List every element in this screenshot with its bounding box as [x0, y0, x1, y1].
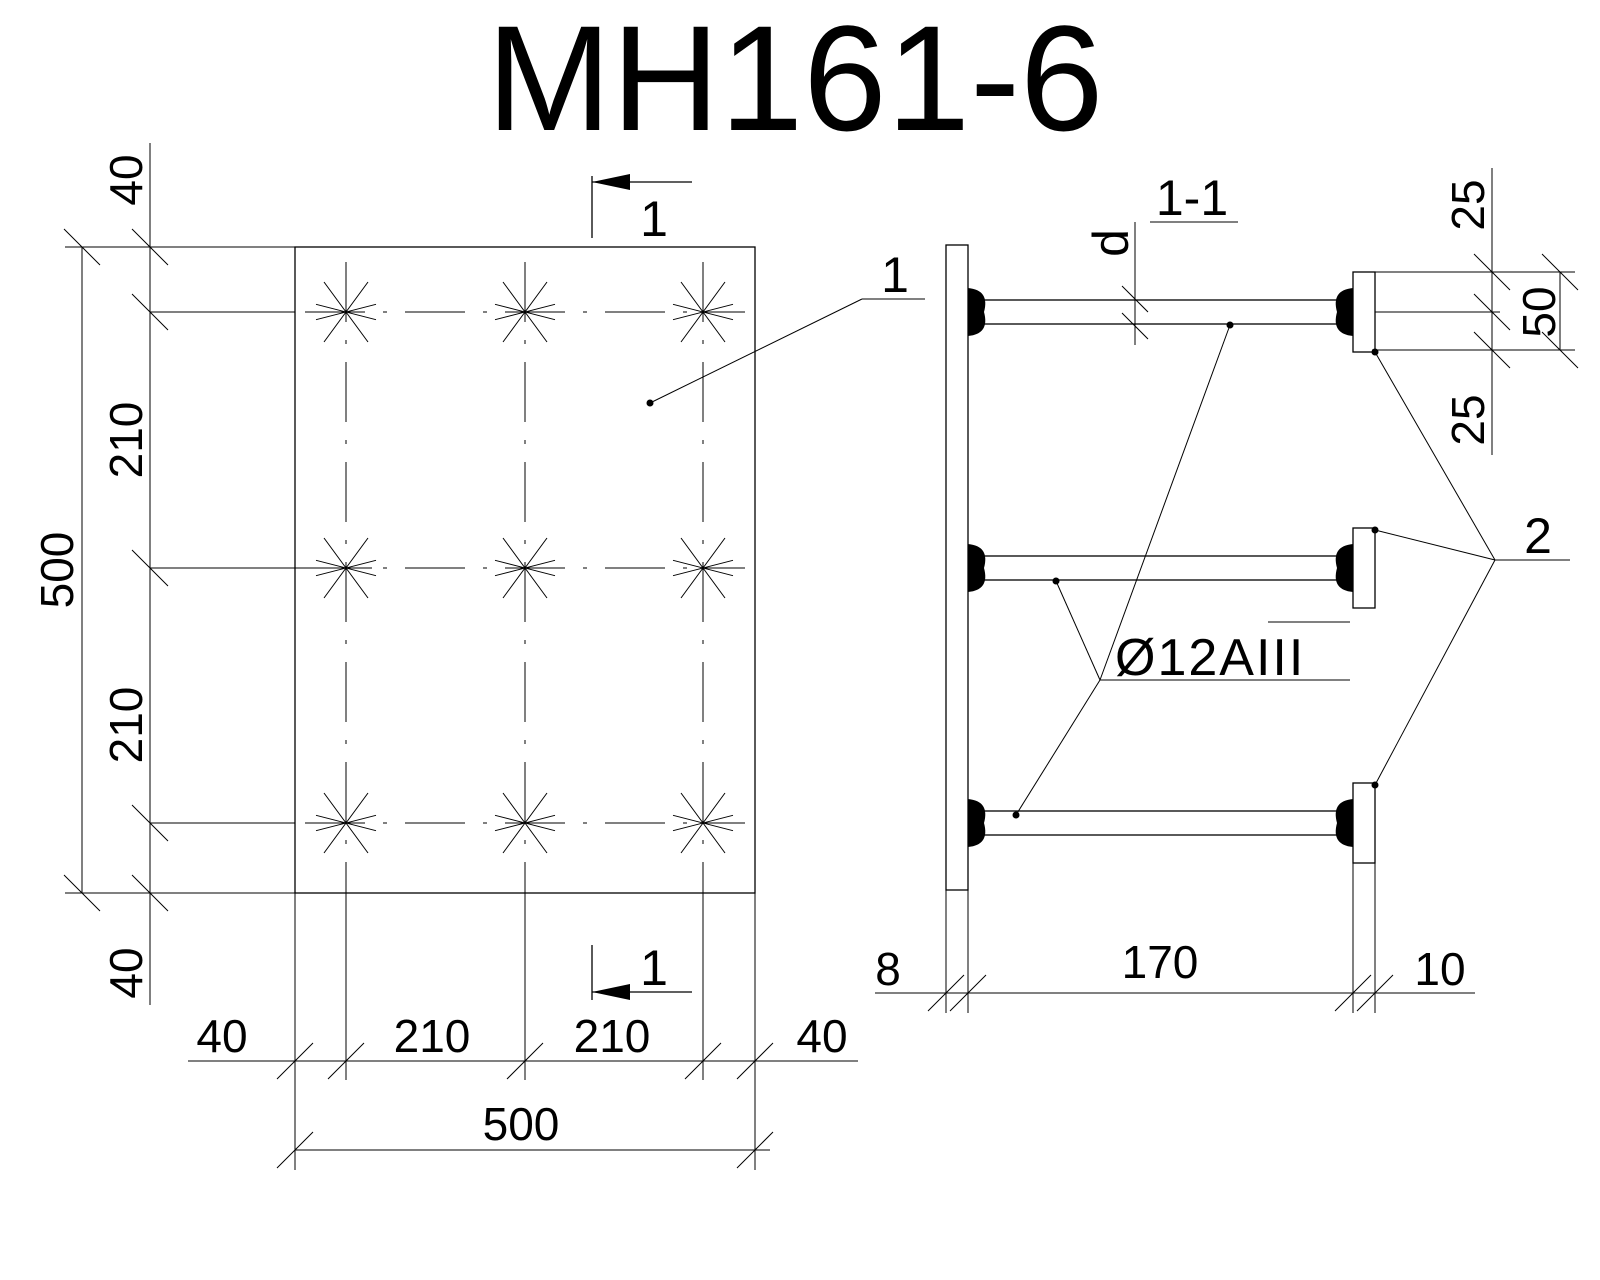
rebar-label: Ø12AIII	[1115, 629, 1305, 687]
anchor-mark-1-1	[315, 281, 377, 343]
cap-leader-3	[1374, 559, 1496, 786]
rebar-leader-3	[1015, 679, 1101, 816]
cap-leader-1	[1374, 351, 1496, 561]
section-arrow-top-icon	[592, 174, 630, 190]
dim-left-top: 40	[100, 154, 152, 205]
dim-left-lower: 210	[100, 687, 152, 764]
dim-right-middle: 50	[1513, 286, 1565, 337]
anchor-marks	[315, 281, 734, 854]
anchor-mark-1-3	[672, 281, 734, 343]
rebar-leader-1	[1099, 324, 1231, 681]
rebar-leader-2	[1055, 580, 1101, 681]
leader-1-label: 1	[881, 247, 909, 303]
dim-right-top: 25	[1442, 179, 1494, 230]
cap-leader-label: 2	[1524, 508, 1552, 564]
dim-bottom-mid-left: 210	[394, 1010, 471, 1062]
dim-cap-thickness: 10	[1414, 943, 1465, 995]
anchor-mark-2-2	[494, 537, 556, 599]
section-mark-bottom-label: 1	[640, 940, 668, 996]
anchor-rod-3	[968, 782, 1376, 864]
anchor-mark-3-3	[672, 792, 734, 854]
section-view: 1-1 d 25 50 25 8 170	[875, 168, 1579, 1013]
anchor-mark-3-1	[315, 792, 377, 854]
drawing-title: МН161-6	[487, 0, 1104, 162]
anchor-rods	[968, 271, 1376, 864]
cap-leader-2	[1374, 529, 1496, 561]
anchor-mark-1-2	[494, 281, 556, 343]
plan-view: 40 210 210 40 500 40 210 210 40 500 1	[31, 143, 925, 1170]
base-plate	[945, 244, 969, 891]
anchor-rod-1	[968, 271, 1376, 353]
section-arrow-bottom-icon	[592, 984, 630, 1000]
dim-left-bottom: 40	[100, 947, 152, 998]
dim-bottom-total: 500	[483, 1098, 560, 1150]
leader-1-line	[649, 298, 863, 404]
anchor-rod-2	[968, 527, 1376, 609]
dim-bottom-left: 40	[196, 1010, 247, 1062]
dim-bottom-right: 40	[796, 1010, 847, 1062]
section-title: 1-1	[1156, 170, 1228, 226]
section-mark-top-label: 1	[640, 191, 668, 247]
dim-bottom-mid-right: 210	[574, 1010, 651, 1062]
thickness-label: d	[1083, 229, 1139, 257]
anchor-mark-3-2	[494, 792, 556, 854]
dim-plate-thickness: 8	[875, 943, 901, 995]
dim-left-total: 500	[31, 532, 83, 609]
dim-right-bottom: 25	[1442, 394, 1494, 445]
anchor-mark-2-3	[672, 537, 734, 599]
dim-rod-length: 170	[1122, 936, 1199, 988]
dim-left-upper: 210	[100, 402, 152, 479]
